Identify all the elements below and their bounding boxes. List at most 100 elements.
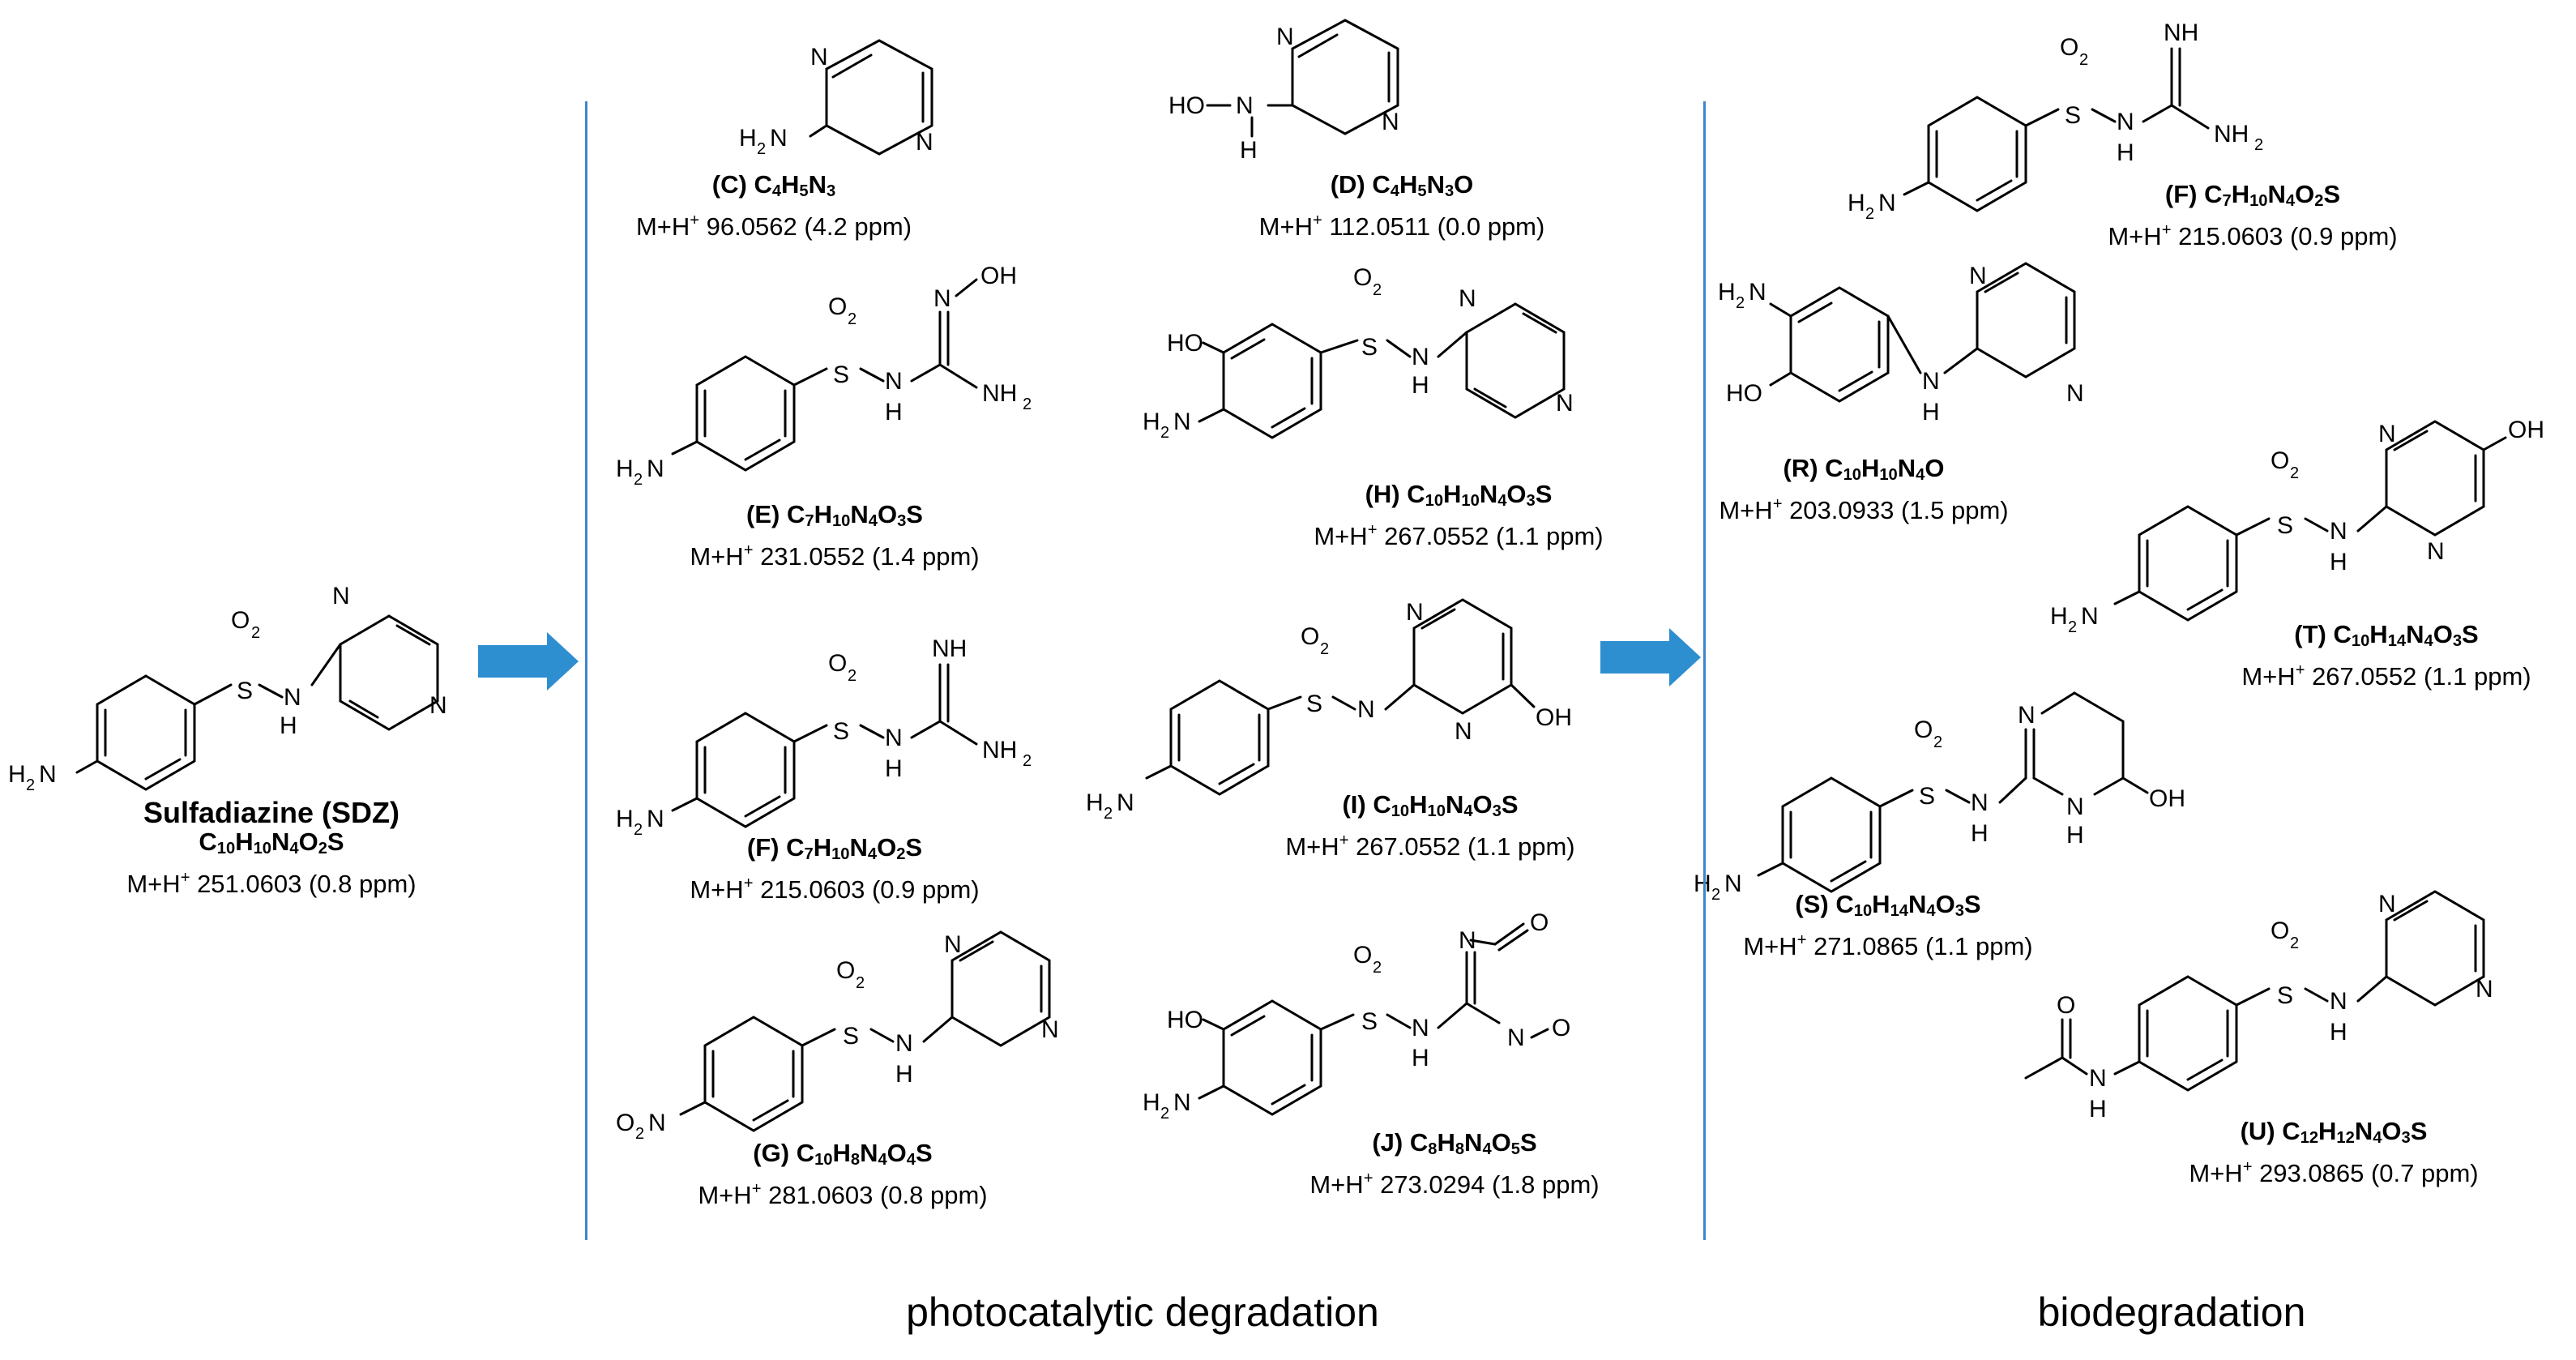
svg-text:N: N [2117,109,2134,135]
structure-F1 [671,663,978,828]
svg-text:HO: HO [1167,1007,1203,1033]
svg-text:N: N [1724,870,1742,897]
svg-text:N: N [648,1110,666,1136]
svg-text:HO: HO [1167,330,1203,357]
svg-text:O: O [1552,1015,1570,1041]
structure-S [1757,691,2149,893]
svg-text:N: N [1878,190,1896,216]
svg-text:N: N [885,725,903,751]
svg-text:N: N [1556,390,1574,417]
sdz-structure [75,614,439,791]
svg-text:N: N [2018,702,2036,729]
svg-text:O: O [1530,909,1549,936]
label-I: (I) C10H10N4O3S M+H+ 267.0552 (1.1 ppm) [1285,790,1575,861]
svg-text:H: H [1848,190,1865,216]
structure-R [1769,262,2076,403]
svg-text:N: N [2089,1065,2107,1092]
svg-text:OH: OH [980,263,1017,289]
svg-text:N: N [332,583,350,609]
svg-text:N: N [1749,279,1766,306]
svg-text:N: N [284,684,301,711]
label-sdz: Sulfadiazine (SDZ) C10H10N4O2S M+H+ 251.… [126,796,417,899]
svg-text:H: H [739,125,757,152]
divider-left [585,101,587,1240]
svg-text:N: N [1455,718,1472,745]
svg-text:N: N [1459,927,1476,954]
svg-text:N: N [1922,368,1940,395]
svg-text:2: 2 [1160,424,1169,442]
svg-text:OH: OH [2508,417,2544,443]
svg-text:N: N [895,1030,913,1057]
svg-text:O: O [1353,942,1372,969]
svg-text:S: S [237,678,253,704]
svg-text:2: 2 [1160,1105,1169,1123]
label-E: (E) C7H10N4O3S M+H+ 231.0552 (1.4 ppm) [690,500,980,571]
svg-text:S: S [1361,334,1378,361]
svg-text:H: H [895,1061,913,1088]
svg-text:H: H [885,755,903,782]
label-F1: (F) C7H10N4O2S M+H+ 215.0603 (0.9 ppm) [690,833,980,904]
svg-text:N: N [1357,696,1375,723]
svg-text:H: H [1412,372,1429,399]
label-R: (R) C10H10N4O M+H+ 203.0933 (1.5 ppm) [1719,454,2009,524]
svg-text:H: H [1718,279,1736,306]
label-H: (H) C10H10N4O3S M+H+ 267.0552 (1.1 ppm) [1314,480,1604,550]
svg-text:2: 2 [1023,752,1032,770]
svg-text:O: O [828,293,847,320]
svg-text:O: O [1914,716,1933,743]
svg-text:O: O [836,957,855,984]
svg-text:N: N [1173,408,1191,435]
svg-text:2: 2 [848,310,857,328]
svg-text:O: O [616,1110,634,1136]
svg-text:O: O [1353,264,1372,291]
svg-text:N: N [770,125,788,152]
svg-text:O: O [2060,34,2078,61]
svg-text:2: 2 [2254,136,2263,154]
svg-text:H: H [1143,408,1160,435]
svg-text:H: H [1412,1045,1429,1071]
svg-text:S: S [2277,982,2293,1009]
svg-text:NH: NH [2214,121,2249,148]
svg-text:H: H [1922,399,1940,426]
label-F2: (F) C7H10N4O2S M+H+ 215.0603 (0.9 ppm) [2108,180,2398,250]
svg-text:2: 2 [1711,886,1720,904]
svg-text:N: N [1507,1024,1525,1051]
svg-text:N: N [1459,285,1476,312]
svg-text:2: 2 [635,1125,644,1143]
svg-text:O: O [1301,623,1319,650]
svg-text:H: H [2330,1019,2347,1046]
svg-text:2: 2 [1736,294,1745,312]
caption-photocatalytic: photocatalytic degradation [906,1289,1379,1335]
svg-text:2: 2 [1373,959,1382,977]
label-J: (J) C8H8N4O5S M+H+ 273.0294 (1.8 ppm) [1309,1128,1600,1199]
svg-text:N: N [2476,976,2493,1003]
svg-text:H: H [2330,549,2347,575]
structure-H [1198,302,1566,439]
svg-text:H: H [2117,139,2134,166]
svg-text:N: N [2081,603,2099,630]
structure-F2 [1903,47,2210,212]
svg-text:H: H [885,399,903,426]
svg-text:HO: HO [1726,380,1762,407]
svg-text:N: N [2066,380,2084,407]
svg-text:N: N [2066,793,2084,820]
label-T: (T) C10H14N4O3S M+H+ 267.0552 (1.1 ppm) [2241,620,2531,691]
svg-text:2: 2 [634,471,643,489]
svg-text:N: N [944,931,962,958]
svg-text:O: O [828,650,847,677]
svg-text:2: 2 [1933,733,1942,751]
svg-text:N: N [2378,891,2396,917]
arrow-right-2 [1600,628,1701,686]
svg-text:2: 2 [2290,934,2299,952]
formula-sdz: C10H10N4O2S [199,828,344,857]
svg-text:N: N [1041,1016,1059,1043]
svg-text:N: N [1173,1089,1191,1116]
svg-text:2: 2 [634,821,643,839]
svg-text:H: H [280,712,297,739]
label-U: (U) C12H12N4O3S M+H+ 293.0865 (0.7 ppm) [2189,1117,2479,1187]
svg-text:S: S [843,1023,859,1050]
svg-text:2: 2 [848,667,857,685]
structure-T [2113,420,2507,622]
svg-text:N: N [1971,789,1989,816]
